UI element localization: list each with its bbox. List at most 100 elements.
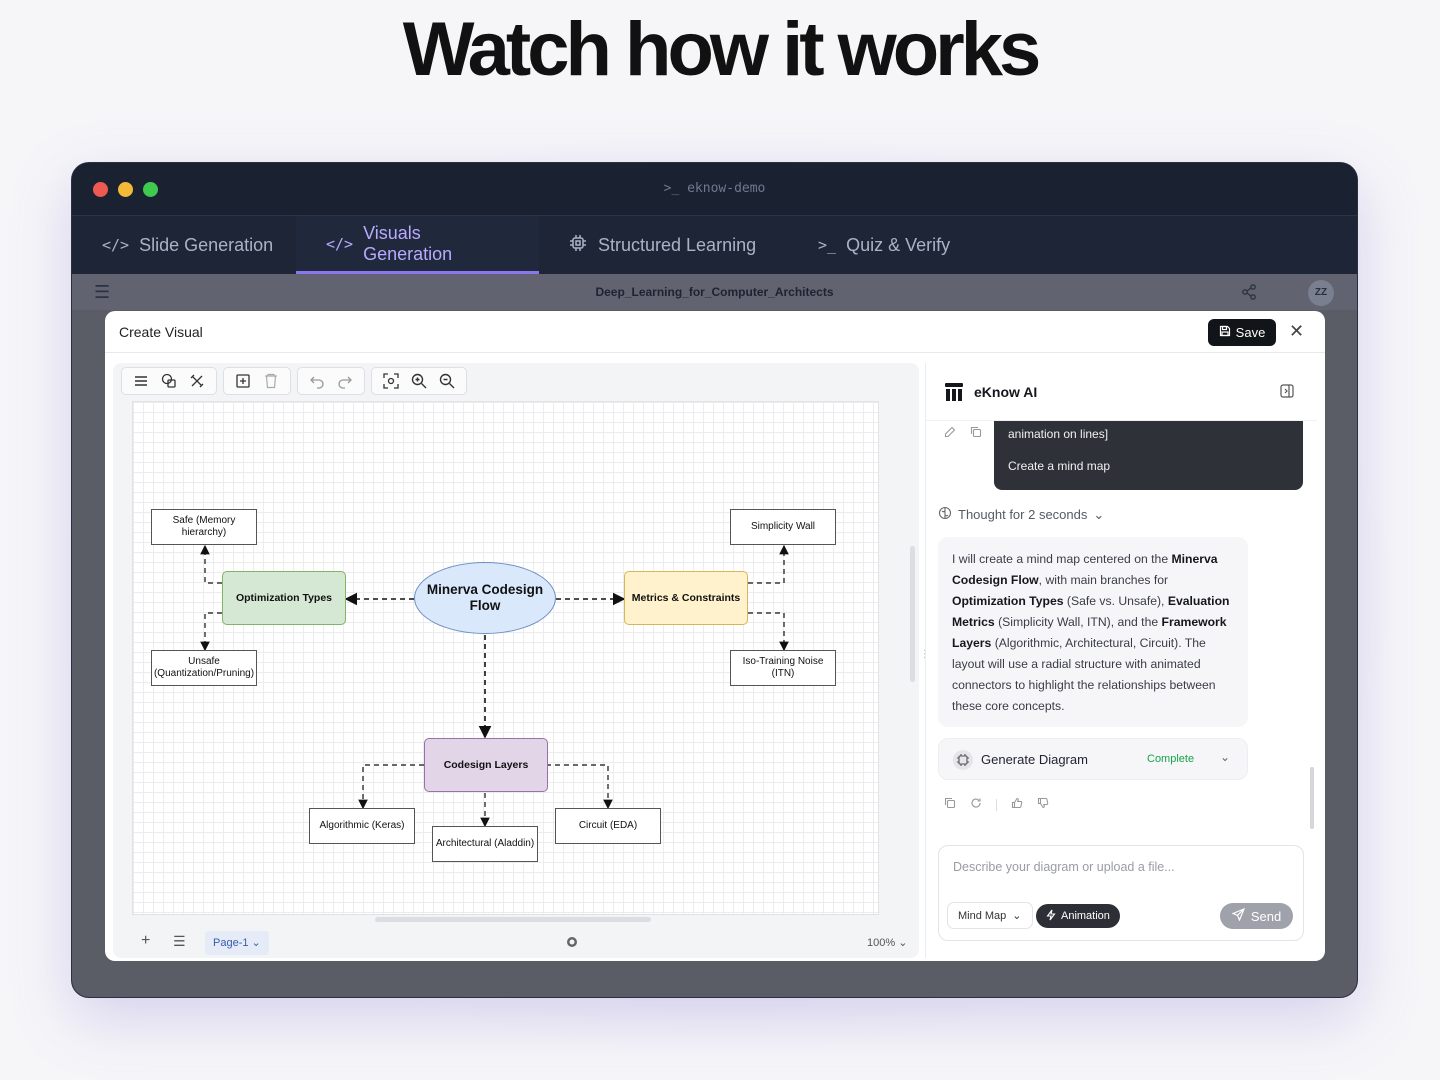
fit-screen-icon[interactable] bbox=[378, 369, 404, 393]
save-button[interactable]: Save bbox=[1208, 319, 1276, 346]
animation-toggle[interactable]: Animation bbox=[1036, 904, 1120, 928]
ai-message-bubble: I will create a mind map centered on the… bbox=[938, 537, 1248, 727]
tab-bar: </> Slide Generation </> Visuals Generat… bbox=[72, 215, 1357, 274]
toolbar-group-menu bbox=[121, 367, 217, 395]
thumbs-up-icon[interactable] bbox=[1011, 796, 1023, 814]
page-label: Page-1 bbox=[213, 937, 249, 949]
simplicity-wall-node[interactable]: Simplicity Wall bbox=[730, 509, 836, 545]
send-button[interactable]: Send bbox=[1220, 903, 1293, 929]
create-visual-modal: Create Visual Save ✕ bbox=[105, 311, 1325, 961]
chevron-down-icon[interactable]: ⌄ bbox=[1220, 750, 1231, 764]
terminal-icon: >_ bbox=[818, 236, 837, 254]
user-message-line: animation on lines] bbox=[1008, 427, 1109, 441]
page-tab[interactable]: Page-1 ⌄ bbox=[205, 931, 269, 955]
title-bar: >_ eknow-demo bbox=[72, 163, 1357, 215]
tab-label: Visuals Generation bbox=[363, 222, 453, 264]
tab-structured-learning[interactable]: Structured Learning bbox=[538, 216, 786, 274]
circuit-node[interactable]: Circuit (EDA) bbox=[555, 808, 661, 844]
chat-scrollbar[interactable] bbox=[1310, 767, 1314, 829]
tab-slide-generation[interactable]: </> Slide Generation bbox=[72, 216, 303, 274]
chat-title: eKnow AI bbox=[974, 384, 1038, 400]
codesign-layers-node[interactable]: Codesign Layers bbox=[424, 738, 548, 792]
metrics-constraints-node[interactable]: Metrics & Constraints bbox=[624, 571, 748, 625]
diagram-editor: Minerva Codesign Flow Optimization Types… bbox=[113, 363, 919, 958]
tab-label: Slide Generation bbox=[139, 234, 274, 255]
send-icon bbox=[1231, 907, 1245, 924]
share-icon[interactable] bbox=[1240, 283, 1258, 306]
shapes-icon[interactable] bbox=[156, 369, 182, 393]
modal-title: Create Visual bbox=[119, 324, 203, 340]
ai-text-bold: Minerva Codesign Flow bbox=[952, 552, 1218, 587]
user-message-tools bbox=[944, 425, 982, 443]
editor-toolbar bbox=[121, 367, 467, 395]
optimization-types-node[interactable]: Optimization Types bbox=[222, 571, 346, 625]
maximize-window-dot[interactable] bbox=[143, 182, 158, 197]
regenerate-icon[interactable] bbox=[970, 796, 982, 814]
architectural-node[interactable]: Architectural (Aladdin) bbox=[432, 826, 538, 862]
eknow-logo-icon bbox=[944, 382, 964, 407]
add-icon[interactable] bbox=[230, 369, 256, 393]
app-top-bar: ☰ Deep_Learning_for_Computer_Architects … bbox=[72, 274, 1357, 310]
safe-node[interactable]: Safe (Memory hierarchy) bbox=[151, 509, 257, 545]
avatar[interactable]: ZZ bbox=[1308, 280, 1334, 306]
save-label: Save bbox=[1235, 325, 1266, 340]
tab-label: Quiz & Verify bbox=[846, 234, 951, 255]
undo-icon[interactable] bbox=[304, 369, 330, 393]
page-headline: Watch how it works bbox=[402, 7, 1042, 92]
thought-indicator[interactable]: Thought for 2 seconds ⌄ bbox=[938, 506, 1104, 523]
tab-visuals-generation[interactable]: </> Visuals Generation bbox=[296, 216, 539, 274]
pages-menu-icon[interactable]: ☰ bbox=[173, 933, 186, 949]
zoom-in-icon[interactable] bbox=[406, 369, 432, 393]
iso-training-noise-node[interactable]: Iso-Training Noise (ITN) bbox=[730, 650, 836, 686]
redo-icon[interactable] bbox=[332, 369, 358, 393]
horizontal-scrollbar[interactable] bbox=[375, 917, 651, 922]
status-badge: Complete bbox=[1147, 753, 1195, 765]
vertical-scrollbar[interactable] bbox=[910, 546, 915, 682]
ai-text: , with main branches for bbox=[1038, 573, 1169, 587]
close-window-dot[interactable] bbox=[93, 182, 108, 197]
diagram-connectors bbox=[200, 544, 789, 828]
user-message-bubble: animation on lines] Create a mind map bbox=[994, 421, 1303, 490]
close-icon[interactable]: ✕ bbox=[1289, 321, 1305, 341]
add-page-icon[interactable]: + bbox=[141, 932, 151, 949]
collapse-panel-icon[interactable] bbox=[1280, 384, 1294, 403]
ai-message-actions bbox=[944, 796, 1049, 814]
tool-call-card[interactable]: Generate Diagram Complete ⌄ bbox=[938, 738, 1248, 780]
save-icon bbox=[1219, 325, 1231, 340]
lightning-icon bbox=[1046, 909, 1056, 924]
tab-quiz-verify[interactable]: >_ Quiz & Verify bbox=[788, 216, 980, 274]
chevron-down-icon: ⌄ bbox=[1012, 910, 1022, 922]
github-icon[interactable] bbox=[566, 936, 578, 951]
chat-composer: Mind Map ⌄ Animation Send bbox=[938, 845, 1304, 941]
chip-icon bbox=[953, 750, 973, 770]
chat-input[interactable] bbox=[953, 856, 1283, 878]
ai-text: (Algorithmic, Architectural, Circuit). T… bbox=[952, 636, 1216, 713]
thumbs-down-icon[interactable] bbox=[1037, 796, 1049, 814]
zoom-level-select[interactable]: 100% ⌄ bbox=[867, 937, 908, 949]
algorithmic-node[interactable]: Algorithmic (Keras) bbox=[309, 808, 415, 844]
ai-text-bold: Evaluation Metrics bbox=[952, 594, 1230, 629]
editor-footer: + ☰ Page-1 ⌄ 100% ⌄ bbox=[113, 931, 919, 958]
toolbar-group-edit bbox=[223, 367, 291, 395]
copy-icon[interactable] bbox=[944, 796, 956, 814]
edit-icon[interactable] bbox=[944, 425, 956, 443]
window-title: >_ eknow-demo bbox=[663, 181, 766, 196]
tool-call-label: Generate Diagram bbox=[981, 752, 1088, 767]
mindmap-center-node[interactable]: Minerva Codesign Flow bbox=[414, 562, 556, 634]
hamburger-menu-icon[interactable]: ☰ bbox=[94, 282, 111, 302]
unsafe-node[interactable]: Unsafe (Quantization/Pruning) bbox=[151, 650, 257, 686]
diagram-type-select[interactable]: Mind Map ⌄ bbox=[947, 902, 1033, 929]
chip-icon bbox=[568, 233, 588, 257]
ai-chat-panel: eKnow AI animation on lines] Create a mi… bbox=[925, 363, 1317, 958]
zoom-out-icon[interactable] bbox=[434, 369, 460, 393]
delete-icon[interactable] bbox=[258, 369, 284, 393]
menu-icon[interactable] bbox=[128, 369, 154, 393]
diagram-canvas[interactable]: Minerva Codesign Flow Optimization Types… bbox=[132, 401, 879, 915]
ai-text-bold: Framework Layers bbox=[952, 615, 1227, 650]
copy-icon[interactable] bbox=[970, 425, 982, 443]
ai-text-bold: Optimization Types bbox=[952, 594, 1064, 608]
tools-icon[interactable] bbox=[184, 369, 210, 393]
minimize-window-dot[interactable] bbox=[118, 182, 133, 197]
chevron-down-icon: ⌄ bbox=[1093, 506, 1105, 522]
thought-label: Thought for 2 seconds bbox=[958, 507, 1088, 522]
